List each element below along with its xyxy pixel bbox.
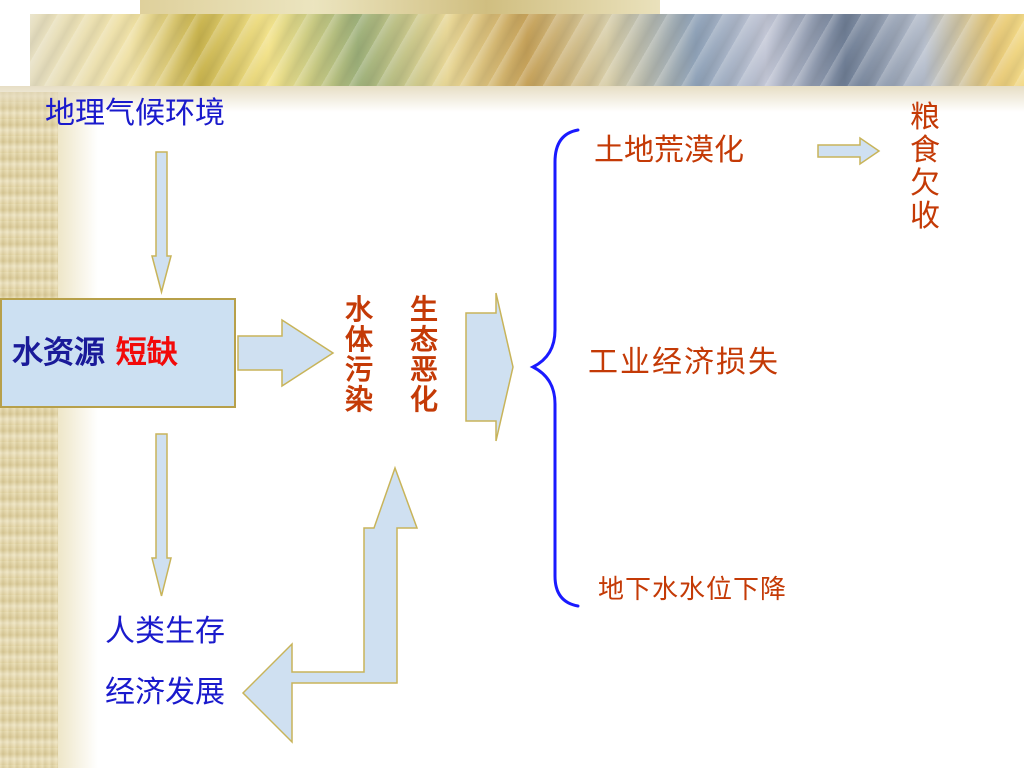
- env-label: 地理气候环境: [45, 96, 225, 131]
- arrow-down-human: [151, 433, 172, 597]
- industry-loss-label: 工业经济损失: [588, 345, 780, 380]
- groundwater-drop-label: 地下水水位下降: [598, 575, 788, 605]
- banner-fade: [0, 86, 1024, 112]
- grain-loss-label: 粮食欠收: [910, 100, 940, 234]
- arrow-right-effects: [465, 292, 514, 442]
- banner-image-strip: [30, 14, 1024, 86]
- brace: [529, 128, 580, 608]
- desertification-label: 土地荒漠化: [594, 133, 744, 168]
- water-source-box: 水资源 短缺: [0, 298, 236, 408]
- water-shortage-label: 短缺: [115, 335, 178, 371]
- top-banner: [0, 0, 1024, 92]
- arrow-down-env: [151, 151, 172, 295]
- water-source-label: 水资源: [12, 335, 105, 371]
- arrow-feedback: [241, 465, 419, 744]
- water-pollution-label: 水体污染: [344, 293, 373, 416]
- arrow-right-water: [237, 318, 335, 388]
- human-survival-label: 人类生存: [105, 614, 225, 649]
- arrow-right-grain: [817, 136, 881, 166]
- water-box-text: 水资源 短缺: [12, 338, 178, 369]
- eco-degradation-label: 生态恶化: [409, 293, 438, 416]
- economic-development-label: 经济发展: [105, 675, 225, 710]
